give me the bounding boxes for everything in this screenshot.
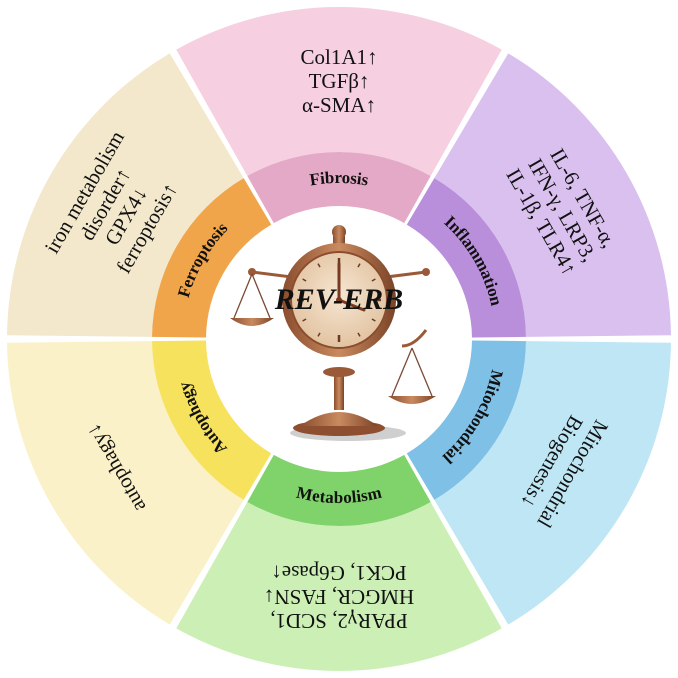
- metabolism-outer-sector: [176, 501, 502, 672]
- fibrosis-effect-line: Col1A1↑: [300, 45, 377, 69]
- inflammation-outer-sector: [434, 53, 671, 337]
- metabolism-effects-text: PPARγ2, SCD1,HMGCR, FASN↓PCK1, G6pase↑: [264, 561, 414, 633]
- fibrosis-label: Fibrosis: [308, 168, 370, 190]
- fibrosis-label-band: [247, 152, 431, 224]
- center-hub: REV-ERB: [230, 225, 436, 441]
- clock-balance-scale-icon: [230, 225, 436, 441]
- fibrosis-effect-line: α-SMA↑: [302, 93, 376, 117]
- segment-fibrosis: Fibrosis Col1A1↑TGFβ↑α-SMA↑: [176, 7, 502, 224]
- autophagy-outer-sector: [7, 341, 244, 625]
- metabolism-effect-line: PPARγ2, SCD1,: [270, 609, 407, 633]
- ferroptosis-label-band: [152, 178, 272, 338]
- autophagy-label-band: [152, 340, 272, 500]
- mitochondrial-outer-sector: [434, 341, 671, 625]
- metabolism-effect-line: PCK1, G6pase↑: [271, 561, 406, 585]
- ferroptosis-outer-sector: [7, 53, 244, 337]
- fibrosis-effect-line: TGFβ↑: [309, 69, 370, 93]
- metabolism-effect-line: HMGCR, FASN↓: [264, 585, 414, 609]
- segments-group: Fibrosis Col1A1↑TGFβ↑α-SMA↑ InflammationIL…: [7, 7, 671, 672]
- inflammation-label-band: [406, 178, 526, 338]
- center-title: REV-ERB: [274, 283, 403, 316]
- mitochondrial-label-band: [406, 340, 526, 500]
- metabolism-label-band: [247, 454, 431, 526]
- fibrosis-outer-sector: [176, 7, 502, 177]
- fibrosis-effects-text: Col1A1↑TGFβ↑α-SMA↑: [300, 45, 377, 117]
